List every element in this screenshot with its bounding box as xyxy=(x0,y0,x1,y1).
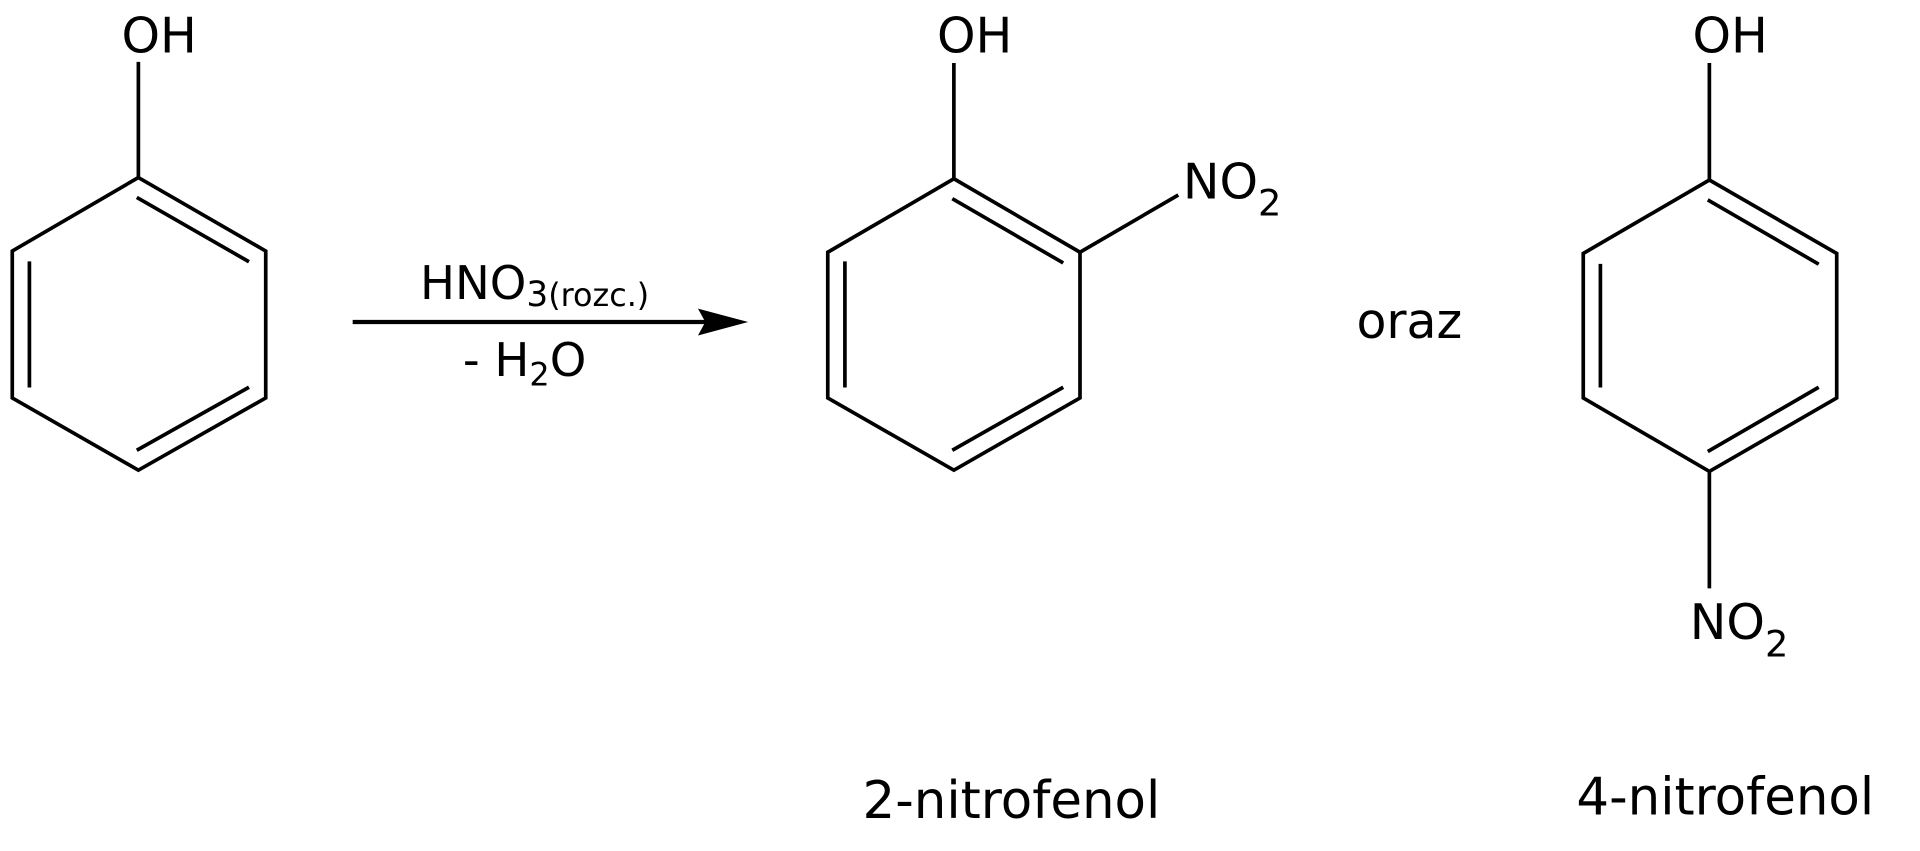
double-bond xyxy=(135,385,250,452)
double-bond xyxy=(951,197,1065,265)
double-bond xyxy=(1706,198,1820,266)
conjunction-text: oraz xyxy=(1356,293,1462,350)
byproduct-label: - H2O xyxy=(463,333,586,394)
nitro-label: NO2 xyxy=(1690,594,1789,665)
double-bond xyxy=(951,385,1065,452)
hydroxyl-label: OH xyxy=(1692,8,1767,65)
arrow-head xyxy=(697,308,749,336)
benzene-ring xyxy=(825,176,1082,473)
nitro-label: NO2 xyxy=(1183,153,1282,224)
nitro-bond xyxy=(1077,193,1180,255)
product1-name: 2-nitrofenol xyxy=(863,771,1161,831)
double-bond xyxy=(135,195,250,264)
reagent-label: HNO3(rozc.) xyxy=(420,256,649,315)
2-nitrophenol-structure: OH NO2 2-nitrofenol xyxy=(825,8,1282,831)
double-bond xyxy=(1706,385,1820,454)
reaction-arrow: HNO3(rozc.) - H2O xyxy=(352,256,749,394)
benzene-ring xyxy=(10,175,268,473)
phenol-structure: OH xyxy=(10,8,268,473)
hydroxyl-label: OH xyxy=(937,8,1012,65)
benzene-ring xyxy=(1581,177,1839,474)
hydroxyl-label: OH xyxy=(122,8,197,65)
product2-name: 4-nitrofenol xyxy=(1576,767,1874,827)
4-nitrophenol-structure: OH NO2 4-nitrofenol xyxy=(1576,8,1874,828)
